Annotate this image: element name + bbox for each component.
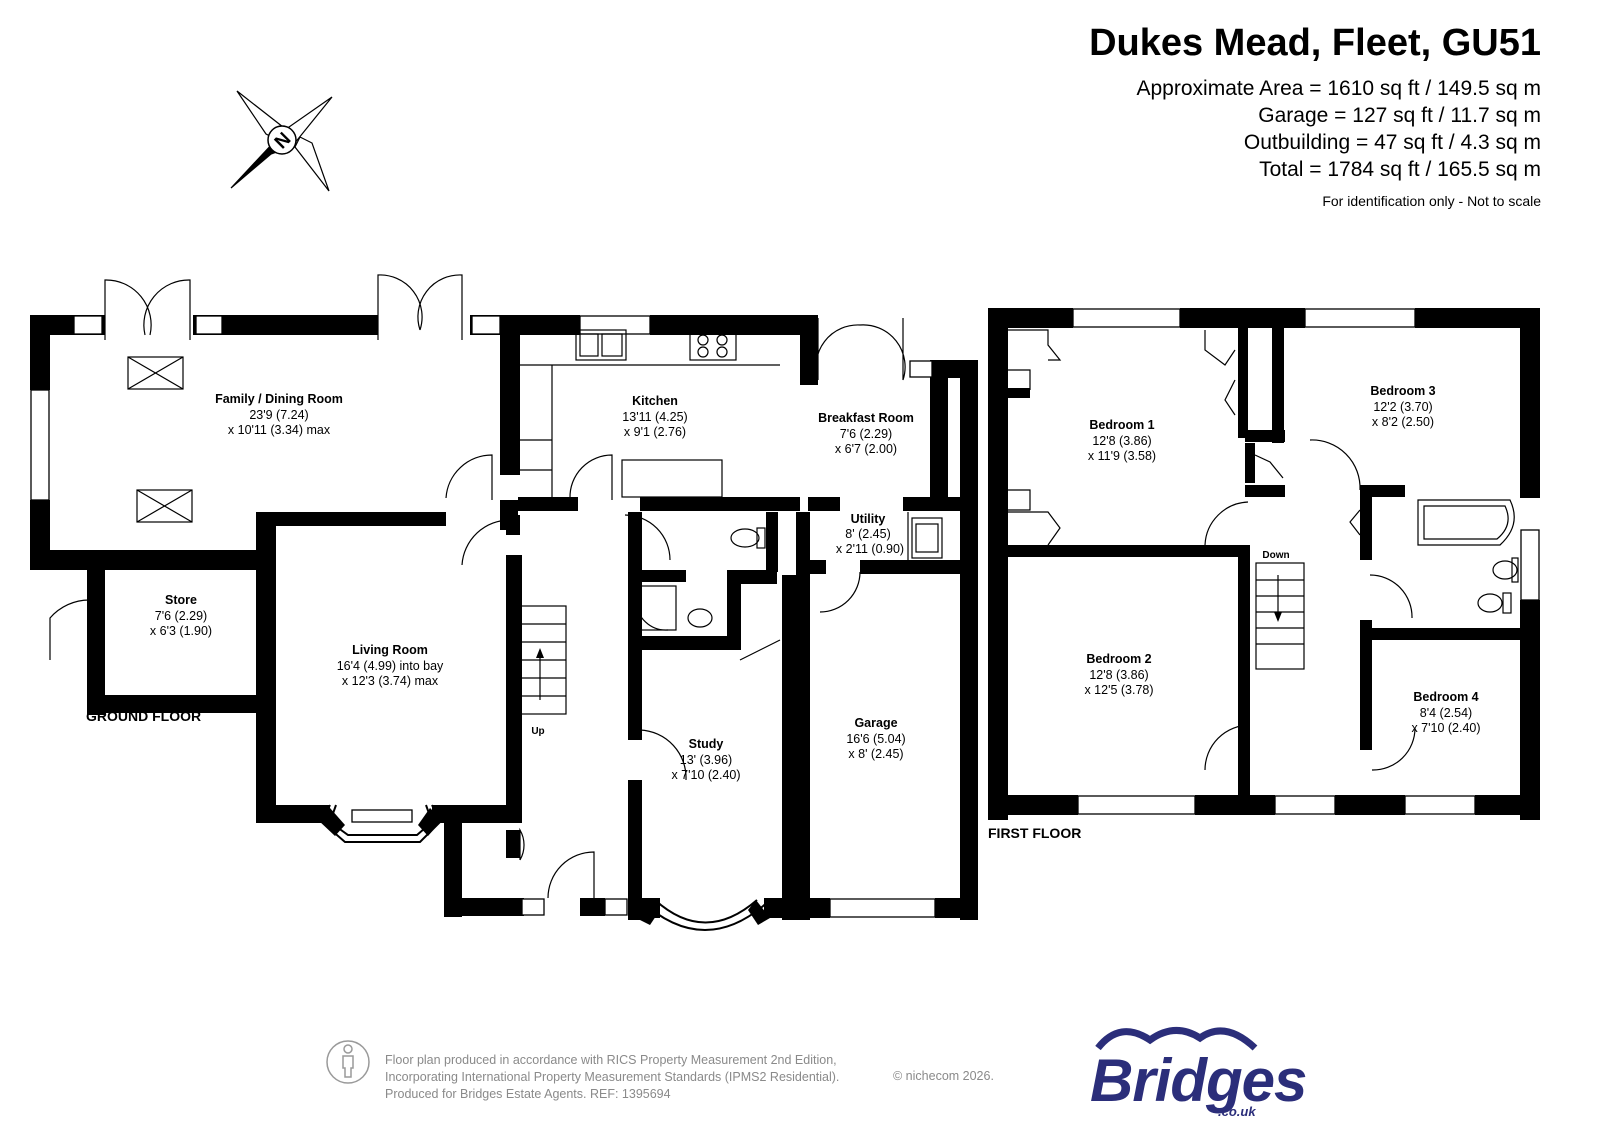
room-dim-living-2: x 12'3 (3.74) max — [342, 674, 439, 688]
room-dim-bed3-2: x 8'2 (2.50) — [1372, 415, 1434, 429]
room-dim-breakfast-2: x 6'7 (2.00) — [835, 442, 897, 456]
bridges-logo-domain: .co.uk — [1218, 1104, 1256, 1119]
bay-window — [320, 804, 771, 931]
ground-floor-fittings — [127, 329, 943, 715]
footer-line-1: Floor plan produced in accordance with R… — [385, 1053, 837, 1067]
room-dim-study-2: x 7'10 (2.40) — [671, 768, 740, 782]
room-dim-family-2: x 10'11 (3.34) max — [228, 423, 331, 437]
room-dim-bed4: 8'4 (2.54) — [1420, 706, 1472, 720]
first-floor-windows — [1072, 308, 1540, 815]
compass-icon: N — [230, 90, 333, 192]
approximate-area: Approximate Area = 1610 sq ft / 149.5 sq… — [1136, 77, 1542, 100]
room-dim-garage: 16'6 (5.04) — [846, 732, 905, 746]
room-dim-study: 13' (3.96) — [680, 753, 732, 767]
room-name-breakfast: Breakfast Room — [818, 411, 914, 425]
room-name-garage: Garage — [854, 716, 897, 730]
room-dim-store-2: x 6'3 (1.90) — [150, 624, 212, 638]
room-name-utility: Utility — [851, 512, 886, 526]
room-name-bed3: Bedroom 3 — [1370, 384, 1435, 398]
first-floor-label: FIRST FLOOR — [988, 825, 1081, 841]
ground-floor-label: GROUND FLOOR — [86, 708, 201, 724]
first-floor-walls — [988, 308, 1540, 820]
scale-note: For identification only - Not to scale — [1322, 193, 1541, 209]
room-dim-living: 16'4 (4.99) into bay — [337, 659, 444, 673]
room-dim-family: 23'9 (7.24) — [249, 408, 308, 422]
bay-piers — [318, 808, 770, 925]
ground-floor-labels: Family / Dining Room 23'9 (7.24) x 10'11… — [150, 392, 914, 782]
logo-wave-icon — [1095, 1027, 1258, 1051]
first-floor-doors — [1008, 329, 1416, 771]
room-dim-utility-2: x 2'11 (0.90) — [836, 542, 904, 556]
footer-notes: Floor plan produced in accordance with R… — [385, 1052, 839, 1103]
first-floor-labels: Bedroom 1 12'8 (3.86) x 11'9 (3.58) Bedr… — [1084, 384, 1480, 735]
room-dim-bed4-2: x 7'10 (2.40) — [1411, 721, 1480, 735]
footer-line-3: Produced for Bridges Estate Agents. REF:… — [385, 1087, 671, 1101]
room-dim-kitchen-2: x 9'1 (2.76) — [624, 425, 686, 439]
bridges-logo: Bridges — [1090, 1047, 1307, 1114]
room-dim-utility: 8' (2.45) — [845, 527, 890, 541]
stairs-up-label: Up — [531, 726, 544, 737]
room-name-study: Study — [689, 737, 724, 751]
ground-floor-doors — [49, 274, 906, 899]
room-name-living: Living Room — [352, 643, 428, 657]
room-dim-bed2: 12'8 (3.86) — [1089, 668, 1148, 682]
room-name-bed1: Bedroom 1 — [1089, 418, 1154, 432]
room-dim-store: 7'6 (2.29) — [155, 609, 207, 623]
room-name-family: Family / Dining Room — [215, 392, 343, 406]
property-title: Dukes Mead, Fleet, GU51 — [1089, 22, 1541, 64]
room-dim-bed1-2: x 11'9 (3.58) — [1088, 449, 1156, 463]
stairs-down-label: Down — [1262, 550, 1289, 561]
rics-person-icon — [326, 1040, 370, 1084]
room-dim-bed3: 12'2 (3.70) — [1373, 400, 1432, 414]
room-dim-garage-2: x 8' (2.45) — [848, 747, 903, 761]
room-name-bed2: Bedroom 2 — [1086, 652, 1151, 666]
room-dim-bed2-2: x 12'5 (3.78) — [1084, 683, 1153, 697]
room-name-bed4: Bedroom 4 — [1413, 690, 1478, 704]
footer-line-2: Incorporating International Property Mea… — [385, 1070, 840, 1084]
outbuilding-area: Outbuilding = 47 sq ft / 4.3 sq m — [1243, 131, 1541, 154]
total-area: Total = 1784 sq ft / 165.5 sq m — [1259, 158, 1541, 181]
room-dim-breakfast: 7'6 (2.29) — [840, 427, 892, 441]
copyright: © nichecom 2026. — [893, 1069, 994, 1083]
room-name-kitchen: Kitchen — [632, 394, 678, 408]
room-dim-bed1: 12'8 (3.86) — [1092, 434, 1151, 448]
garage-area: Garage = 127 sq ft / 11.7 sq m — [1258, 104, 1541, 127]
room-dim-kitchen: 13'11 (4.25) — [622, 410, 687, 424]
room-name-store: Store — [165, 593, 197, 607]
first-floor-fittings — [1255, 499, 1519, 670]
